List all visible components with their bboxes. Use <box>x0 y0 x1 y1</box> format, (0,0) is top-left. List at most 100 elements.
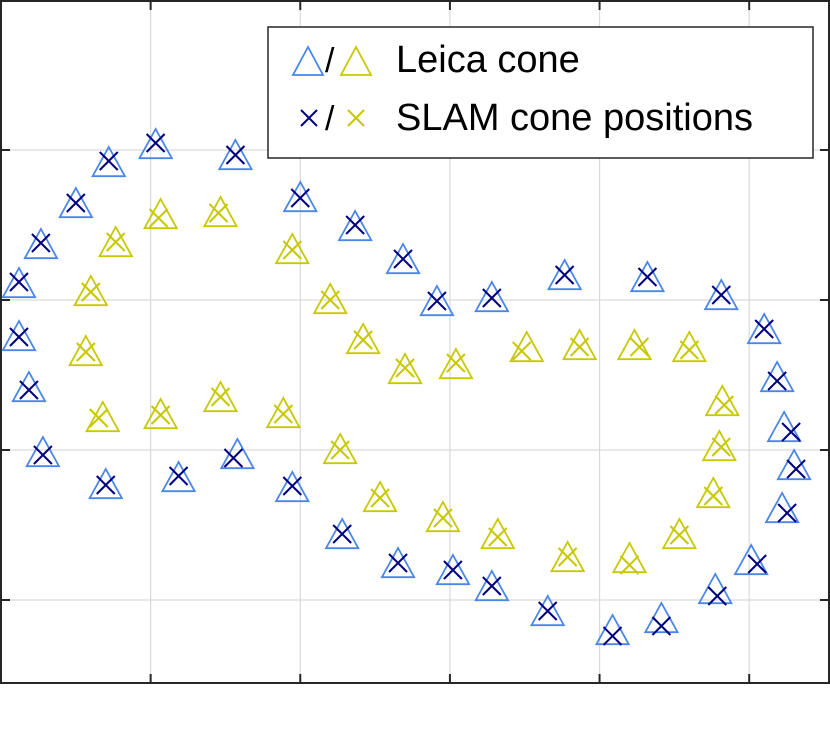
axis-ticks <box>1 1 829 683</box>
yellow-leica-cone-marker <box>202 380 239 413</box>
legend-label-leica: Leica cone <box>396 39 580 81</box>
blue-slam-cone-marker <box>777 503 797 523</box>
yellow-leica-cone-marker <box>425 500 461 533</box>
blue-leica-cone-marker <box>766 410 802 443</box>
blue-leica-cone-marker <box>764 491 800 524</box>
yellow-leica-cone-marker <box>85 400 121 433</box>
blue-leica-cone-marker <box>160 460 197 493</box>
plot-frame <box>0 0 830 684</box>
yellow-leica-cone-marker <box>671 330 708 363</box>
blue-slam-cone-marker <box>282 476 303 496</box>
blue-leica-cone-marker <box>759 360 795 393</box>
blue-slam-cone-marker <box>707 586 727 606</box>
yellow-leica-cone-marker <box>142 197 179 230</box>
yellow-slam-cone-marker <box>282 240 303 260</box>
yellow-slam-cone-marker <box>353 330 373 350</box>
yellow-leica-cone-marker <box>345 322 381 355</box>
legend-slash: / <box>325 42 335 80</box>
yellow-slam-cone-marker <box>714 395 734 415</box>
blue-leica-cone-marker <box>594 613 631 646</box>
blue-leica-cone-marker <box>474 280 510 313</box>
yellow-slam-cone-marker <box>557 547 578 567</box>
blue-leica-cone-marker <box>282 180 318 213</box>
yellow-slam-cone-marker <box>619 555 640 575</box>
yellow-slam-cone-marker <box>81 282 101 302</box>
yellow-leica-cone-marker <box>98 225 134 258</box>
blue-slam-cone-marker <box>388 553 408 573</box>
yellow-slam-cone-marker <box>488 527 508 547</box>
blue-leica-cone-marker <box>435 553 471 586</box>
blue-slam-cone-marker <box>427 291 447 311</box>
blue-slam-cone-marker <box>651 616 672 636</box>
blue-leica-cone-marker <box>217 138 254 171</box>
yellow-leica-cone-marker <box>549 540 586 573</box>
blue-slam-cone-marker <box>33 445 53 465</box>
blue-leica-cone-marker <box>23 227 59 260</box>
yellow-leica-cone-marker <box>701 429 737 462</box>
yellow-slam-cone-marker <box>150 405 171 425</box>
blue-leica-cone-marker <box>58 186 94 219</box>
blue-leica-cone-marker <box>629 260 666 293</box>
blue-slam-cone-marker <box>786 459 806 479</box>
blue-slam-cone-marker <box>99 151 119 171</box>
yellow-slam-cone-marker <box>629 337 650 357</box>
yellow-leica-cone-marker <box>312 282 348 315</box>
blue-leica-cone-marker <box>1 266 37 299</box>
blue-slam-cone-marker <box>96 475 116 495</box>
data-markers <box>1 127 812 646</box>
blue-slam-cone-marker <box>168 466 189 486</box>
yellow-slam-cone-marker <box>89 408 109 428</box>
blue-leica-cone-marker <box>643 601 680 634</box>
yellow-slam-cone-marker <box>208 203 229 223</box>
blue-leica-cone-marker <box>703 278 739 311</box>
yellow-slam-cone-marker <box>669 525 690 545</box>
blue-slam-cone-marker <box>225 145 246 165</box>
yellow-slam-cone-marker <box>330 440 350 460</box>
blue-leica-cone-marker <box>324 517 360 550</box>
blue-leica-cone-marker <box>529 594 566 627</box>
blue-leica-cone-marker <box>419 284 455 317</box>
yellow-leica-cone-marker <box>142 397 179 430</box>
blue-slam-cone-marker <box>223 448 244 468</box>
blue-leica-cone-marker <box>137 127 174 160</box>
blue-slam-cone-marker <box>747 554 767 574</box>
yellow-leica-cone-marker <box>322 432 358 465</box>
yellow-leica-cone-marker <box>73 274 109 307</box>
yellow-leica-cone-marker <box>661 517 698 550</box>
yellow-slam-cone-marker <box>210 387 231 407</box>
blue-slam-cone-marker <box>332 524 352 544</box>
blue-slam-cone-marker <box>443 560 463 580</box>
yellow-leica-cone-marker <box>68 334 104 367</box>
blue-leica-cone-marker <box>546 258 583 291</box>
blue-slam-cone-marker <box>637 267 658 287</box>
yellow-leica-cone-marker <box>202 195 239 228</box>
yellow-slam-cone-marker <box>370 488 390 508</box>
blue-leica-cone-marker <box>88 467 124 500</box>
blue-leica-cone-marker <box>337 209 373 242</box>
yellow-slam-cone-marker <box>679 340 700 360</box>
legend-entry-slam: / SLAM cone positions <box>300 97 753 139</box>
yellow-leica-cone-marker <box>387 352 423 385</box>
legend-blue-triangle <box>291 45 325 76</box>
blue-leica-cone-marker <box>91 145 127 178</box>
blue-slam-cone-marker <box>19 380 39 400</box>
blue-slam-cone-marker <box>482 576 502 596</box>
blue-leica-cone-marker <box>11 370 47 403</box>
yellow-leica-cone-marker <box>611 541 648 574</box>
yellow-slam-cone-marker <box>512 341 532 361</box>
yellow-leica-cone-marker <box>704 384 740 417</box>
blue-slam-cone-marker <box>482 288 502 308</box>
blue-leica-cone-marker <box>746 312 782 345</box>
yellow-slam-cone-marker <box>711 437 731 457</box>
yellow-leica-cone-marker <box>274 232 310 265</box>
blue-slam-cone-marker <box>537 601 558 621</box>
blue-slam-cone-marker <box>31 233 51 253</box>
yellow-slam-cone-marker <box>320 290 340 310</box>
legend-label-slam: SLAM cone positions <box>396 97 753 139</box>
legend-blue-x <box>300 109 318 127</box>
yellow-slam-cone-marker <box>76 342 96 362</box>
legend: / Leica cone / SLAM cone positions <box>267 26 814 159</box>
blue-slam-cone-marker <box>711 285 731 305</box>
legend-box <box>267 26 814 159</box>
